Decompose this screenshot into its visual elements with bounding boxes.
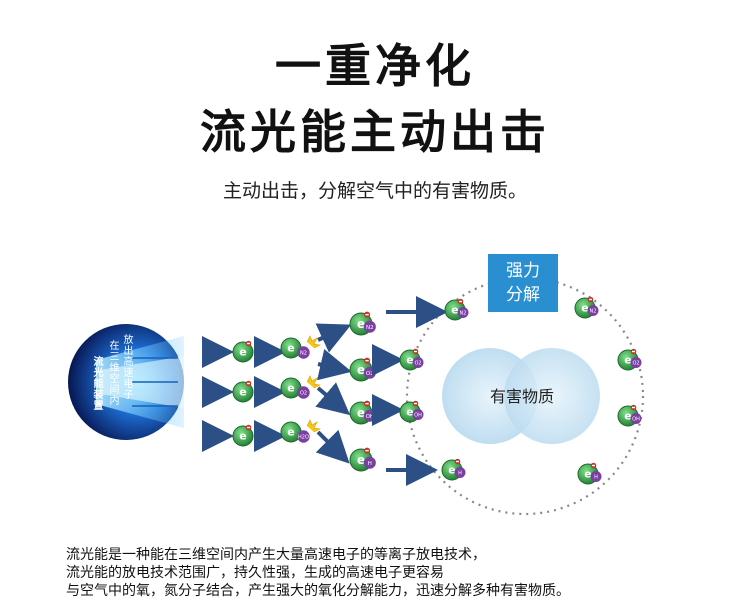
svg-text:H: H [458, 471, 462, 477]
electron-2: e [232, 380, 254, 403]
purification-ring [405, 276, 645, 516]
svg-text:N2: N2 [590, 309, 597, 315]
title-line-2: 流光能主动出击 [200, 105, 550, 159]
svg-text:e: e [239, 386, 246, 399]
svg-text:OH: OH [632, 417, 640, 423]
split-arrow-1 [315, 323, 352, 353]
svg-text:O2: O2 [300, 391, 307, 397]
svg-text:e: e [357, 406, 365, 420]
description-line-3: 与空气中的氧，氮分子结合，产生强大的氧化分解能力，迅速分解多种有害物质。 [66, 583, 570, 599]
electron-1: e [232, 340, 254, 363]
svg-text:e: e [287, 342, 294, 355]
svg-text:e: e [581, 302, 588, 315]
svg-text:N2: N2 [300, 351, 307, 357]
description-line-2: 流光能的放电技术范围广，持久性强，生成的高速电子更容易 [66, 565, 444, 581]
svg-text:e: e [287, 426, 294, 439]
title-line-1: 一重净化 [275, 39, 475, 93]
svg-text:N2: N2 [460, 311, 467, 317]
svg-text:e: e [357, 317, 365, 331]
svg-text:e: e [624, 354, 631, 367]
svg-text:e: e [239, 346, 246, 359]
svg-text:e: e [584, 468, 591, 481]
svg-text:H2O: H2O [298, 435, 309, 441]
svg-text:O2: O2 [366, 371, 374, 377]
svg-text:OH: OH [366, 414, 374, 420]
hazard-circle-right [504, 348, 600, 444]
svg-text:e: e [357, 453, 365, 467]
svg-text:H: H [368, 461, 372, 467]
svg-text:O2: O2 [632, 361, 639, 367]
svg-text:H: H [594, 475, 598, 481]
svg-text:e: e [357, 363, 365, 377]
svg-text:e: e [448, 464, 455, 477]
streamer-device [68, 324, 184, 440]
svg-text:e: e [451, 304, 458, 317]
svg-text:N2: N2 [366, 325, 374, 331]
hazard-label: 有害物质 [490, 387, 554, 406]
svg-text:e: e [406, 354, 413, 367]
device-text-2: 放出高速电子 [121, 334, 132, 400]
split-arrow-3 [315, 382, 351, 416]
svg-text:O2: O2 [414, 361, 421, 367]
svg-text:e: e [239, 430, 246, 443]
subtitle: 主动出击，分解空气中的有害物质。 [222, 180, 527, 202]
device-text-1: 在三维空间内 [107, 340, 118, 406]
description-line-1: 流光能是一种能在三维空间内产生大量高速电子的等离子放电技术， [66, 547, 486, 563]
svg-text:e: e [624, 410, 631, 423]
description: 流光能是一种能在三维空间内产生大量高速电子的等离子放电技术， 流光能的放电技术范… [66, 546, 706, 600]
electron-3: e [232, 424, 254, 447]
svg-text:OH: OH [414, 413, 422, 419]
device-label: 流光能装置 [91, 356, 102, 411]
svg-text:e: e [406, 406, 413, 419]
split-arrow-2 [317, 349, 352, 381]
svg-text:e: e [287, 382, 294, 395]
strong-decomposition-badge: 强力 分解 [488, 254, 558, 312]
split-arrow-4 [315, 429, 350, 464]
